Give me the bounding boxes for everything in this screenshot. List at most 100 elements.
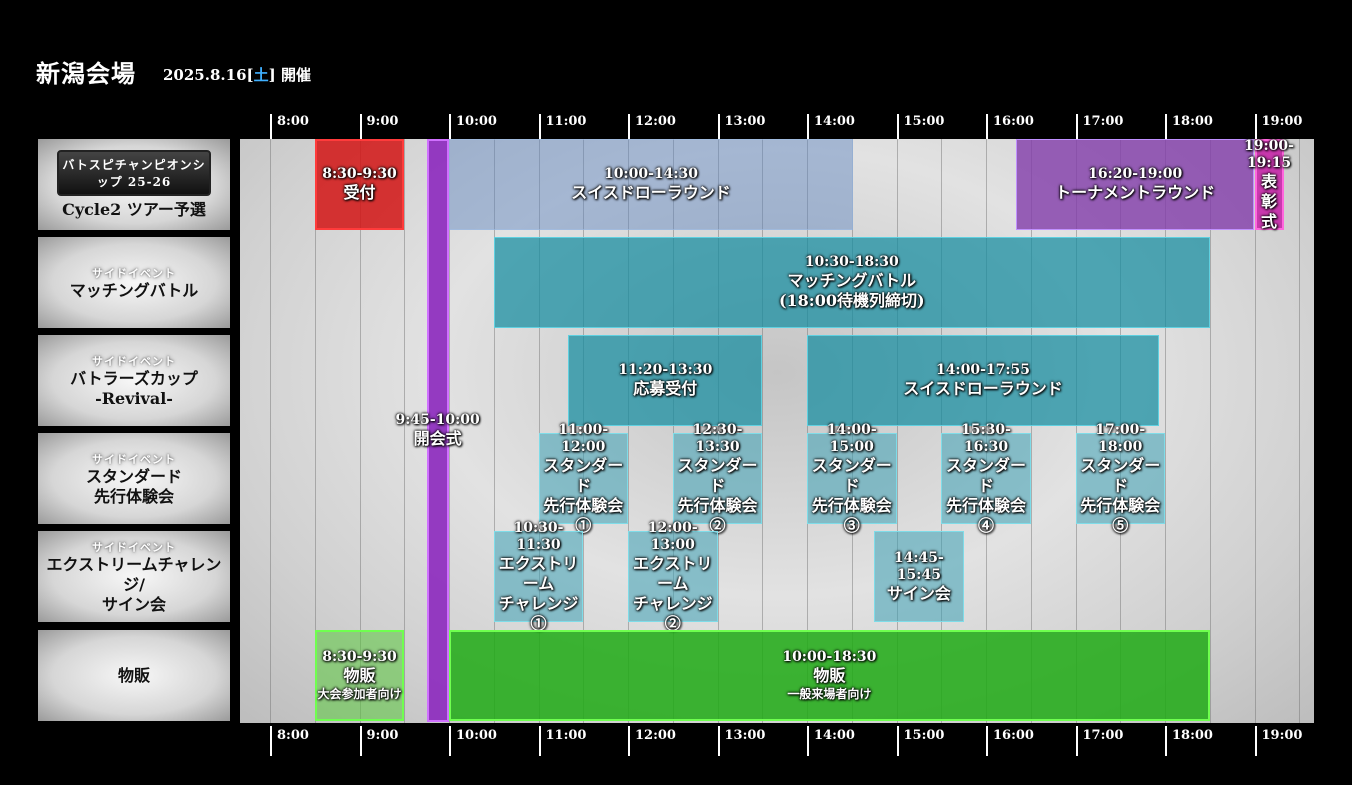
time-tick: 18:00 (1165, 114, 1213, 144)
grid-line (538, 139, 540, 723)
event-name: トーナメントラウンド (1055, 183, 1216, 202)
event-name: スタンダード (1080, 455, 1161, 495)
grid-line (941, 139, 943, 723)
grid-line (404, 139, 406, 723)
time-tick: 17:00 (1075, 726, 1123, 756)
time-tick: 16:00 (986, 114, 1034, 144)
time-tick-label: 14:00 (814, 114, 855, 129)
date-close: ] (268, 66, 276, 84)
event-time: 14:45-15:45 (893, 549, 944, 583)
event-name: 開会式 (413, 429, 462, 448)
row-label-text: サイン会 (101, 594, 166, 614)
event-time: 10:30-18:30 (804, 254, 899, 270)
time-tick: 17:00 (1075, 114, 1123, 144)
time-tick: 12:00 (628, 114, 676, 144)
event-note: チャレンジ① (498, 593, 579, 633)
time-tick-label: 18:00 (1172, 114, 1213, 129)
time-tick: 10:00 (449, 726, 497, 756)
row-label-text: 先行体験会 (93, 486, 174, 506)
event-name: スタンダード (811, 455, 892, 495)
time-tick-label: 9:00 (366, 728, 399, 743)
time-tick: 14:00 (807, 114, 855, 144)
event-time: 9:45-10:00 (395, 412, 480, 428)
time-tick: 9:00 (359, 114, 398, 144)
event-time: 10:00-18:30 (782, 649, 877, 665)
grid-line (1120, 139, 1122, 723)
grid-line (717, 139, 719, 723)
event-name: エクストリーム (498, 553, 579, 593)
time-tick-label: 18:00 (1172, 728, 1213, 743)
event-time: 8:30-9:30 (322, 649, 397, 665)
event-time: 16:20-19:00 (1088, 166, 1183, 182)
time-tick: 11:00 (538, 114, 586, 144)
time-tick-label: 8:00 (277, 728, 309, 743)
event-time: 17:00-18:00 (1095, 421, 1146, 455)
event-date: 2025.8.16[土] 開催 (163, 64, 311, 85)
grid-line (851, 139, 853, 723)
event-name: 受付 (343, 183, 376, 202)
row-label: サイドイベントマッチングバトル (38, 237, 230, 328)
row-label: サイドイベントエクストリームチャレンジ/サイン会 (38, 531, 230, 622)
event-name: 表彰式 (1260, 171, 1277, 231)
event-time: 14:00-17:55 (935, 362, 1031, 378)
time-tick-label: 12:00 (635, 114, 676, 129)
time-tick-label: 16:00 (993, 728, 1034, 743)
grid-line (1254, 139, 1256, 723)
time-tick: 8:00 (270, 726, 309, 756)
row-label-sub: サイドイベント (92, 452, 176, 466)
event-note: 一般来場者向け (787, 687, 872, 701)
event-name: スタンダード (677, 455, 758, 495)
event-note: 先行体験会③ (811, 495, 892, 535)
row-label-text: -Revival- (95, 388, 173, 408)
time-tick: 16:00 (986, 726, 1034, 756)
grid-line (493, 139, 495, 723)
event-time: 8:30-9:30 (322, 166, 397, 182)
row-label-sub: サイドイベント (92, 266, 176, 280)
grid-line (807, 139, 808, 723)
time-tick-label: 9:00 (366, 114, 399, 129)
grid-line (986, 139, 987, 723)
event-note: 大会参加者向け (317, 687, 402, 701)
row-label-sub: サイドイベント (92, 540, 176, 554)
event-name: 物販 (343, 666, 376, 685)
grid-line (1209, 139, 1211, 723)
event-time: 12:30-13:30 (692, 421, 743, 455)
time-tick-label: 12:00 (635, 728, 676, 743)
row-label-text: エクストリームチャレンジ/ (46, 554, 222, 594)
time-tick-label: 16:00 (993, 114, 1034, 129)
grid-line (672, 139, 674, 723)
time-tick-label: 10:00 (456, 728, 497, 743)
event-name: スタンダード (945, 455, 1026, 495)
time-tick-label: 13:00 (724, 728, 766, 743)
event-note: 先行体験会① (543, 495, 624, 535)
time-tick-label: 19:00 (1261, 728, 1303, 743)
row-label-text: Cycle2 ツアー予選 (62, 199, 206, 219)
event-name: スタンダード (543, 455, 624, 495)
event-name: 物販 (813, 666, 846, 685)
grid-line (270, 139, 271, 723)
grid-line (1299, 139, 1301, 723)
row-label-sub: サイドイベント (92, 354, 176, 368)
time-tick: 13:00 (717, 726, 765, 756)
time-tick-label: 14:00 (814, 728, 855, 743)
row-label: サイドイベントバトラーズカップ-Revival- (38, 335, 230, 426)
event-note: 先行体験会⑤ (1080, 495, 1161, 535)
time-tick: 9:00 (359, 726, 398, 756)
time-tick: 12:00 (628, 726, 676, 756)
